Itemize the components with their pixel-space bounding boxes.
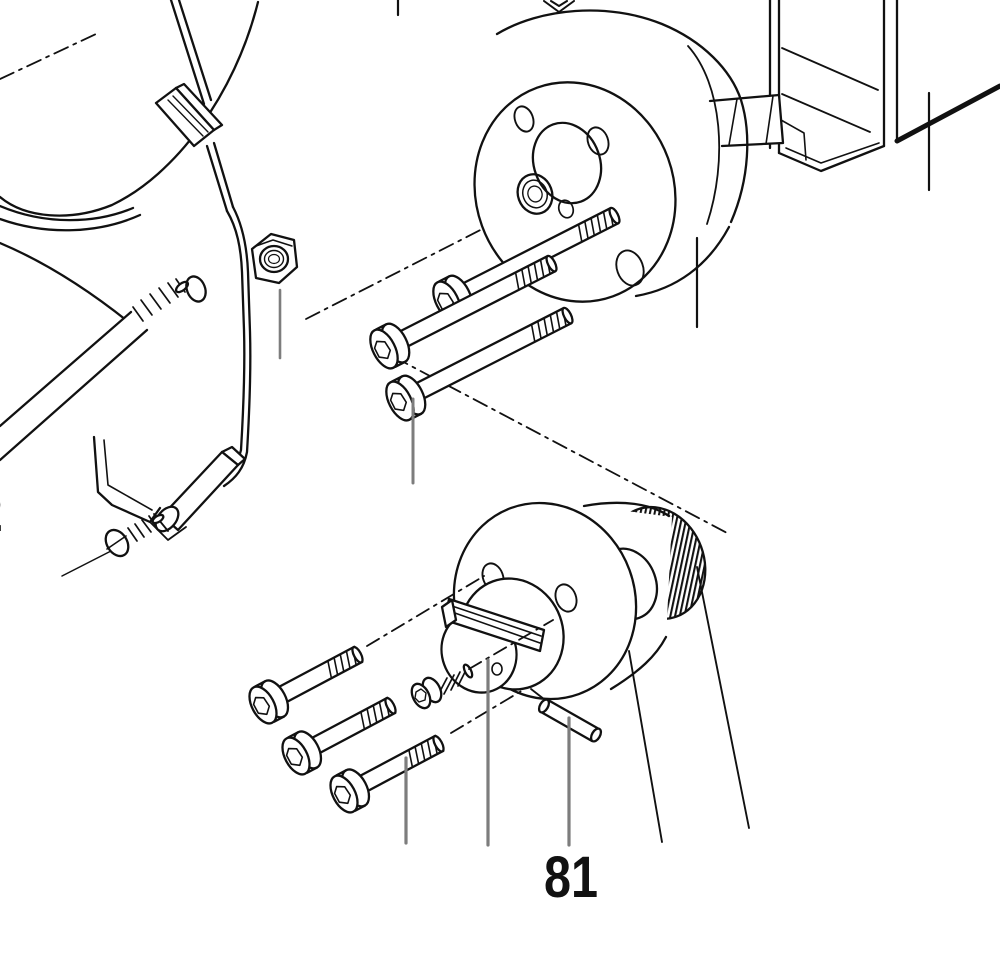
flange-hole-2 — [586, 126, 610, 156]
motor-body-top — [495, 9, 749, 224]
pan-head-screw-leader — [61, 550, 112, 577]
motor-body-bottom — [634, 225, 731, 298]
gearbox — [242, 501, 750, 847]
motor-mount-plate — [768, 0, 1000, 192]
bracket-hole-oval — [185, 275, 207, 303]
bracket-hook-tab — [92, 435, 162, 524]
bracket-strip-upper — [169, 0, 213, 106]
gearbox-body-bottom — [609, 635, 668, 691]
motor-endcap-arc — [687, 45, 721, 225]
pan-head-screw — [61, 513, 165, 577]
splined-gear-leader — [696, 566, 750, 829]
screw-slot — [106, 535, 127, 550]
flange-hole-4 — [557, 199, 575, 219]
motor-flange — [473, 81, 677, 303]
clamp-block-upper — [154, 82, 224, 148]
clipped-part-top — [543, 0, 575, 13]
gearbox-flange-hole-2 — [554, 583, 578, 613]
housing-edge-thick — [894, 83, 1000, 144]
clamp-block-lower — [149, 445, 247, 541]
motor-screw-2 — [363, 242, 566, 374]
gearbox-screw-1 — [242, 634, 372, 729]
hub-pin-hole — [491, 662, 503, 676]
gearbox-socket-screws — [242, 634, 453, 818]
bracket-strip-bend-b — [222, 205, 252, 488]
set-screw — [410, 663, 474, 710]
motor — [473, 9, 785, 329]
flange-hole-1 — [513, 105, 535, 133]
flange-hole-3 — [615, 249, 645, 287]
threaded-rod — [0, 278, 190, 462]
edge-partial-label: 2 — [0, 485, 3, 543]
hex-nut — [250, 232, 299, 360]
part-number-label: 81 — [544, 845, 598, 910]
bracket-strip-mid — [205, 141, 235, 213]
motor-screw-3 — [379, 294, 582, 426]
axis-top-left — [0, 33, 97, 80]
bracket-opening-arc — [0, 0, 260, 217]
keyed-hub — [440, 597, 546, 653]
bracket-strip-bend-a — [218, 209, 246, 480]
motor-socket-screws — [363, 194, 629, 485]
bracket-hook-tab-inner — [103, 439, 153, 511]
flange-threaded-hole — [516, 173, 554, 215]
bracket-arm-edge — [0, 241, 138, 330]
gearbox-body-leader — [628, 650, 663, 843]
gearbox-body-top — [582, 501, 671, 518]
bracket-opening-rim-outer — [0, 213, 142, 232]
mounting-bracket — [0, 0, 260, 577]
bracket-opening-rim — [0, 204, 135, 222]
axis-motor-to-gearbox — [393, 356, 730, 535]
